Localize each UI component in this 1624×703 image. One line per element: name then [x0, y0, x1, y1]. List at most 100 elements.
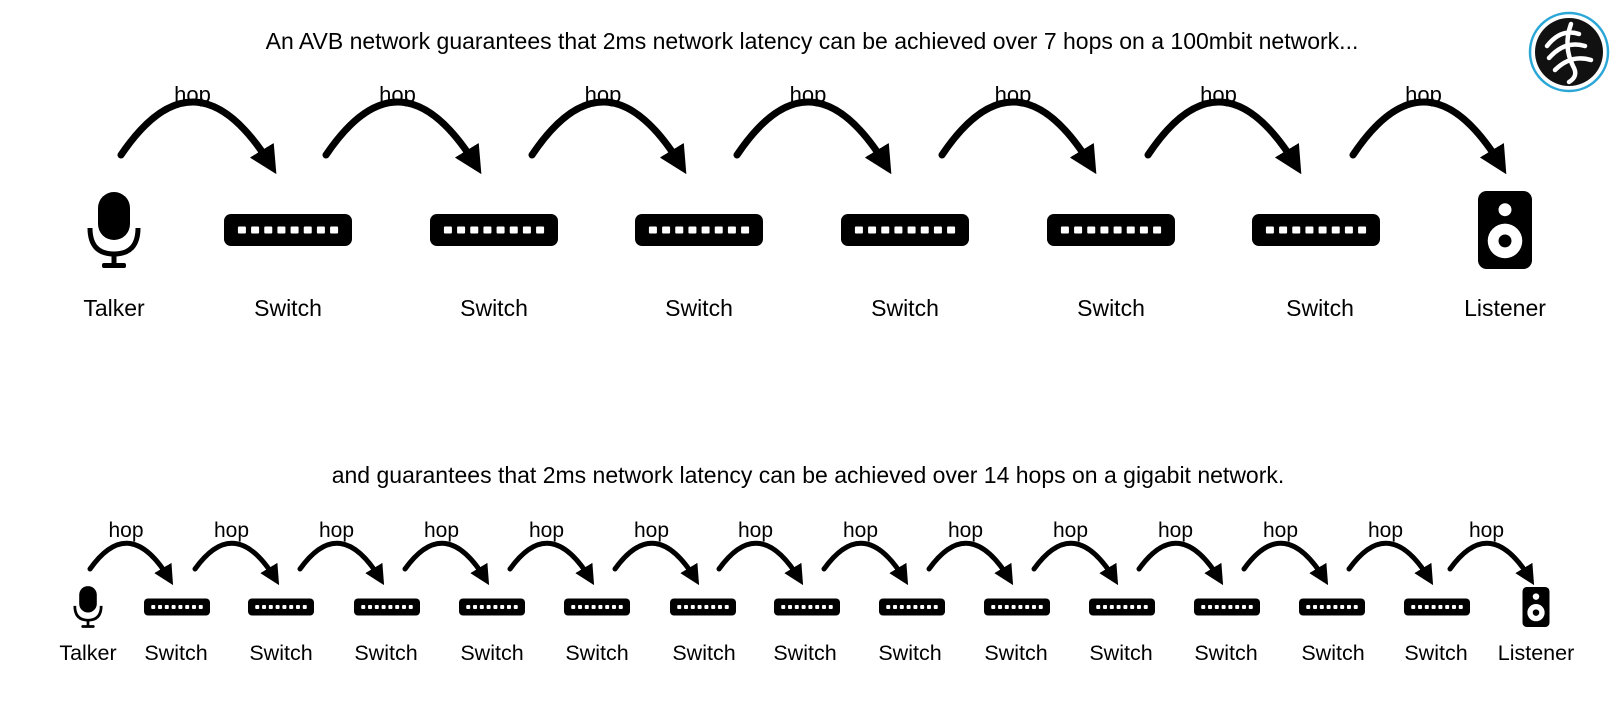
hop-label: hop	[738, 519, 773, 542]
hop-label: hop	[1053, 519, 1088, 542]
hop-label: hop	[790, 82, 827, 107]
hop-arrow-icon	[821, 540, 909, 586]
switch-label: Switch	[672, 641, 735, 665]
bottom-node-switch: Switch	[670, 598, 736, 665]
hop-arrow-icon	[402, 540, 490, 586]
bottom-node-switch: Switch	[459, 598, 525, 665]
hop-label: hop	[1469, 519, 1504, 542]
hop-arrow-icon	[1346, 540, 1434, 586]
top-caption: An AVB network guarantees that 2ms netwo…	[266, 28, 1359, 54]
hop-label: hop	[424, 519, 459, 542]
hop-label: hop	[529, 519, 564, 542]
hop-label: hop	[108, 519, 143, 542]
switch-label: Switch	[249, 641, 312, 665]
switch-icon	[879, 598, 945, 616]
hop-label: hop	[214, 519, 249, 542]
hop-arrow-icon	[192, 540, 280, 586]
bottom-hop-8: hop	[821, 519, 909, 586]
bottom-hop-14: hop	[1447, 519, 1535, 586]
microphone-icon	[73, 586, 103, 628]
bottom-node-switch: Switch	[144, 598, 210, 665]
hop-label: hop	[1263, 519, 1298, 542]
bottom-node-switch: Switch	[354, 598, 420, 665]
bottom-node-switch: Switch	[878, 598, 945, 665]
listener-label: Listener	[1498, 641, 1575, 665]
hop-arrow-icon	[297, 540, 385, 586]
switch-label: Switch	[1301, 641, 1364, 665]
talker-label: Talker	[83, 295, 145, 321]
bottom-node-switch: Switch	[984, 598, 1050, 665]
hop-label: hop	[174, 82, 211, 107]
switch-label: Switch	[565, 641, 628, 665]
brand-logo-icon	[1528, 11, 1610, 93]
bottom-hop-1: hop	[87, 519, 174, 586]
switch-label: Switch	[254, 295, 322, 321]
hop-label: hop	[585, 82, 622, 107]
hop-label: hop	[995, 82, 1032, 107]
hop-arrow-icon	[322, 98, 482, 175]
bottom-hop-12: hop	[1241, 519, 1329, 586]
switch-icon	[1089, 598, 1155, 616]
top-node-listener: Listener	[1464, 191, 1546, 321]
switch-label: Switch	[984, 641, 1047, 665]
switch-icon	[1299, 598, 1365, 616]
bottom-hop-11: hop	[1136, 519, 1224, 586]
switch-label: Switch	[1404, 641, 1467, 665]
switch-label: Switch	[665, 295, 733, 321]
hop-label: hop	[634, 519, 669, 542]
switch-label: Switch	[460, 295, 528, 321]
bottom-node-switch: Switch	[248, 598, 314, 665]
hop-arrow-icon	[507, 540, 595, 586]
top-hop-2: hop	[322, 82, 482, 175]
top-node-switch: Switch	[224, 214, 352, 321]
speaker-icon	[1478, 191, 1532, 269]
top-node-switch: Switch	[1252, 214, 1380, 321]
hop-label: hop	[843, 519, 878, 542]
switch-label: Switch	[1194, 641, 1257, 665]
bottom-hop-5: hop	[507, 519, 595, 586]
switch-icon	[1252, 214, 1380, 246]
hop-label: hop	[379, 82, 416, 107]
bottom-hop-6: hop	[612, 519, 700, 586]
top-node-talker: Talker	[83, 192, 145, 321]
hop-label: hop	[948, 519, 983, 542]
hop-label: hop	[1200, 82, 1237, 107]
switch-icon	[1194, 598, 1260, 616]
switch-label: Switch	[773, 641, 836, 665]
bottom-hop-9: hop	[926, 519, 1014, 586]
switch-icon	[144, 598, 210, 616]
bottom-node-switch: Switch	[1404, 598, 1470, 665]
hop-arrow-icon	[1144, 98, 1302, 175]
switch-icon	[635, 214, 763, 246]
top-node-switch: Switch	[1047, 214, 1175, 321]
bottom-node-listener: Listener	[1498, 587, 1575, 665]
bottom-node-switch: Switch	[1194, 598, 1260, 665]
bottom-hop-2: hop	[192, 519, 280, 586]
bottom-node-talker: Talker	[59, 586, 117, 665]
bottom-node-switch: Switch	[1089, 598, 1155, 665]
top-hop-4: hop	[733, 82, 892, 175]
switch-icon	[841, 214, 969, 246]
switch-icon	[984, 598, 1050, 616]
switch-icon	[670, 598, 736, 616]
listener-label: Listener	[1464, 295, 1546, 321]
hop-arrow-icon	[733, 98, 892, 175]
switch-icon	[564, 598, 630, 616]
microphone-icon	[87, 192, 141, 268]
top-hop-6: hop	[1144, 82, 1302, 175]
hop-label: hop	[319, 519, 354, 542]
hop-arrow-icon	[716, 540, 804, 586]
bottom-node-switch: Switch	[1299, 598, 1365, 665]
bottom-hop-10: hop	[1031, 519, 1119, 586]
top-node-switch: Switch	[635, 214, 763, 321]
switch-label: Switch	[1077, 295, 1145, 321]
top-hop-5: hop	[938, 82, 1097, 175]
bottom-node-switch: Switch	[773, 598, 840, 665]
switch-label: Switch	[460, 641, 523, 665]
hop-arrow-icon	[1349, 98, 1507, 175]
bottom-hop-13: hop	[1346, 519, 1434, 586]
bottom-caption: and guarantees that 2ms network latency …	[332, 462, 1285, 488]
hop-arrow-icon	[1241, 540, 1329, 586]
